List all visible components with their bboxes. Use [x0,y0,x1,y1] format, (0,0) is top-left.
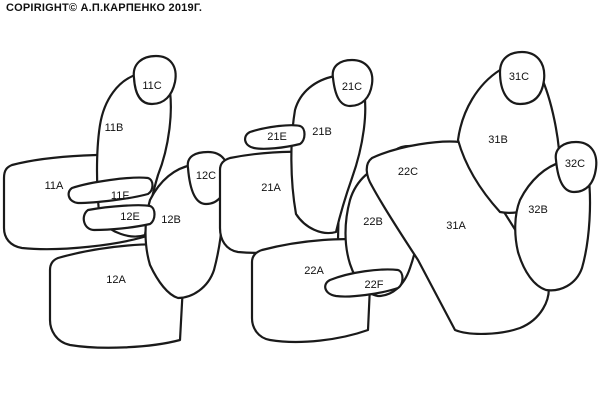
label-22a: 22A [304,265,324,277]
label-32b: 32B [528,204,548,216]
part-12a-cushion [48,243,187,349]
label-21a: 21A [261,182,281,194]
label-21e: 21E [267,131,287,143]
label-12c: 12C [196,170,216,182]
part-31c-headrest [498,50,546,106]
copyright-notice: COPIRIGHT© А.П.КАРПЕНКО 2019Г. [6,2,203,14]
label-21c: 21C [342,81,362,93]
part-11c-headrest [132,54,177,106]
part-22f-armrest [324,268,404,298]
label-12b: 12B [161,214,181,226]
part-12e-armrest [82,204,156,232]
label-31c: 31C [509,71,529,83]
label-21b: 21B [312,126,332,138]
label-32c: 32C [565,158,585,170]
label-11a: 11A [45,180,64,192]
label-22c: 22C [398,166,418,178]
part-11f-armrest [67,176,154,205]
part-32c-headrest [554,140,598,194]
seat-31 [365,50,562,336]
part-31a-cushion [365,140,550,336]
label-12e: 12E [120,211,140,223]
seat-12 [48,150,230,349]
label-11b: 11B [105,122,124,134]
label-22b: 22B [363,216,383,228]
part-21c-headrest [331,58,374,108]
part-21e-armrest [244,124,306,150]
part-22a-cushion [250,238,374,344]
seat-21 [218,58,374,254]
seat-32 [514,140,598,292]
label-11f: 11F [111,190,129,202]
label-31b: 31B [488,134,508,146]
label-12a: 12A [106,274,126,286]
label-22f: 22F [365,279,384,291]
label-31a: 31A [446,220,466,232]
label-11c: 11C [142,80,161,92]
